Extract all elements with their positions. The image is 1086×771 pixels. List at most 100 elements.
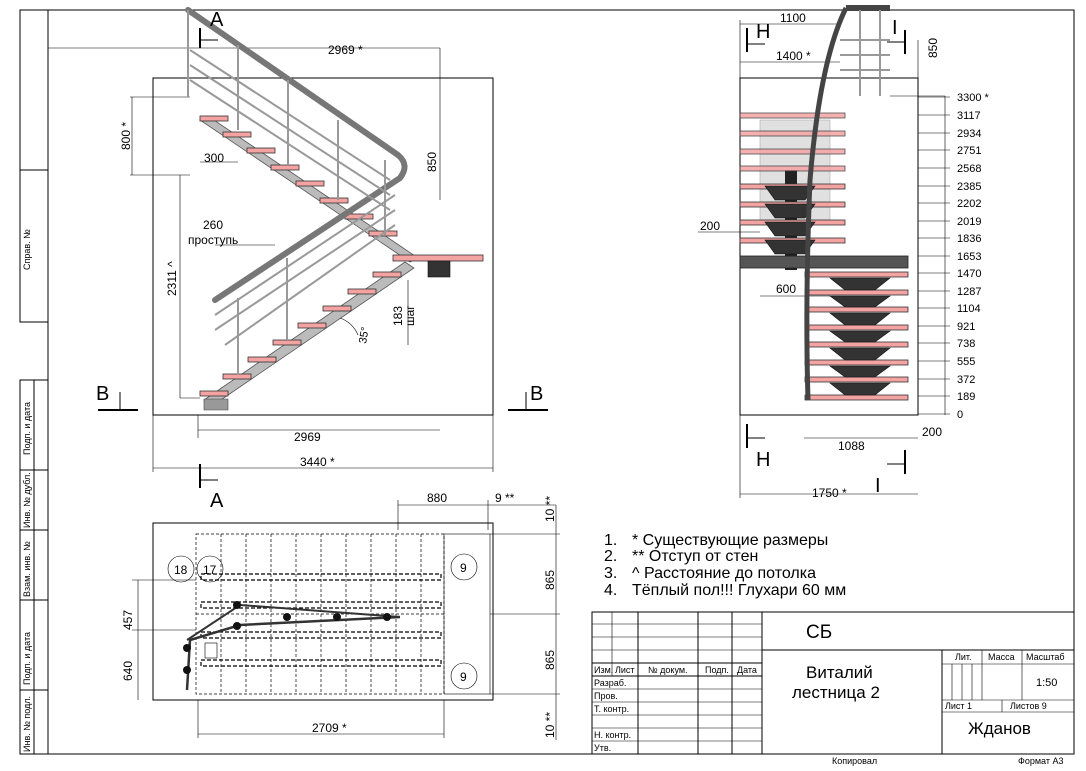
level-label: 372 [957,374,975,386]
level-labels: 3300 * 3117 2934 2751 2568 2385 2202 201… [957,92,990,421]
dim-10-top: 10 ** [543,496,557,522]
level-label: 2202 [957,198,981,210]
landing-bracket [427,260,451,278]
level-label: 1836 [957,233,981,245]
strip-label-vzam: Взам. инв. № [22,541,32,597]
step-number-18: 18 [174,563,188,577]
tb-scale: 1:50 [1036,677,1057,689]
note-text: ** Отступ от стен [632,548,758,565]
note-num: 2. [604,548,617,565]
tb-col-data: Дата [737,665,757,675]
dim-1400: 1400 * [776,49,811,63]
level-label: 738 [957,338,975,350]
level-label: 3117 [957,110,981,122]
dim-2969-top: 2969 * [328,43,363,57]
tb-author: Жданов [968,719,1031,738]
tb-title-line1: Виталий [806,663,873,682]
dim-457: 457 [121,610,135,630]
side-lower-treads [804,271,909,401]
level-label: 2019 [957,216,981,228]
dim-260: 260 [203,218,223,232]
front-handrail [185,7,408,303]
plan-view: 18 17 9 9 880 9 ** 10 ** 865 865 10 ** 4… [121,491,560,740]
strip-label-sprav: Справ. № [22,229,32,270]
level-label: 2934 [957,128,981,140]
dim-1750: 1750 * [812,486,847,500]
tb-title-line2: лестница 2 [792,683,880,702]
dim-600: 600 [776,282,796,296]
plan-room-outline [152,522,494,701]
notes: 1. * Существующие размеры 2. ** Отступ о… [604,532,846,599]
level-label: 2751 [957,145,981,157]
dim-183: 183 [391,306,405,326]
dim-1088: 1088 [838,439,865,453]
step-number-9-top: 9 [460,561,467,575]
dim-label-prostup: проступь [188,233,238,247]
section-b-right: B [530,383,543,405]
strip-label-podp2: Подп. и дата [22,632,32,685]
section-i-top: I [892,17,898,39]
dim-10-bottom: 10 ** [543,712,557,738]
dim-300: 300 [204,151,224,165]
footer-copied: Копировал [832,756,877,766]
level-label: 555 [957,356,975,368]
dim-200-left: 200 [700,219,720,233]
level-label: 1287 [957,286,981,298]
dim-2969-bottom: 2969 [294,430,321,444]
note-text: ^ Расстояние до потолка [632,565,816,582]
level-label: 1470 [957,268,981,280]
dim-label-shag: шаг [403,305,417,326]
level-label: 0 [957,409,963,421]
section-a-top: A [210,9,224,31]
front-room-outline [152,77,494,416]
plan-treads [200,534,442,694]
side-landing [739,255,909,269]
note-num: 3. [604,565,617,582]
dim-1100: 1100 [780,11,806,25]
note-num: 4. [604,582,617,599]
section-h-bottom: H [756,449,770,471]
section-a-bottom: A [210,490,224,512]
section-b-left: B [96,383,109,405]
dim-2709: 2709 * [312,721,347,735]
dim-880: 880 [427,491,447,505]
dim-2311: 2311 ^ [165,261,179,296]
tb-col-podp: Подп. [705,665,729,675]
strip-label-podp1: Подп. и дата [22,402,32,455]
dim-865-a: 865 [543,570,557,590]
tb-role: Пров. [594,691,618,701]
tb-col-doc: № докум. [648,665,688,675]
tb-sheet: Лист 1 [945,701,972,711]
tb-code: СБ [806,622,832,643]
strip-label-dubl: Инв. № дубл. [22,472,32,528]
dim-850-side: 850 [926,38,940,58]
dim-angle: 35° [357,326,372,344]
note-text: * Существующие размеры [632,532,828,549]
level-label: 1104 [957,303,981,315]
level-label: 3300 * [957,92,990,104]
tb-col-izm: Изм. [594,665,613,675]
plan-handrail [185,615,401,691]
title-block: Изм. Лист № докум. Подп. Дата Разраб. Пр… [591,611,1075,755]
front-view: 2969 * 2969 3440 * 800 * 2311 ^ 300 850 … [48,7,548,512]
level-label: 1653 [957,251,981,263]
level-label: 2385 [957,181,981,193]
note-num: 1. [604,532,617,549]
side-view: 3300 * 3117 2934 2751 2568 2385 2202 201… [698,5,990,500]
tb-sheets: Листов 9 [1010,701,1047,711]
side-room-outline [739,77,919,416]
tb-col-list: Лист [615,665,635,675]
dim-800: 800 * [119,122,133,150]
side-strip: Справ. № Подп. и дата Инв. № дубл. Взам.… [19,9,49,755]
tb-role: Разраб. [594,678,626,688]
tb-role: Утв. [594,743,611,753]
level-label: 2568 [957,163,981,175]
tb-role: Т. контр. [594,704,629,714]
dim-3440: 3440 * [300,455,335,469]
section-h-top: H [756,21,770,43]
tb-lit: Лит. [955,652,972,662]
dim-850-front: 850 [425,152,439,172]
side-handrail [804,6,849,401]
